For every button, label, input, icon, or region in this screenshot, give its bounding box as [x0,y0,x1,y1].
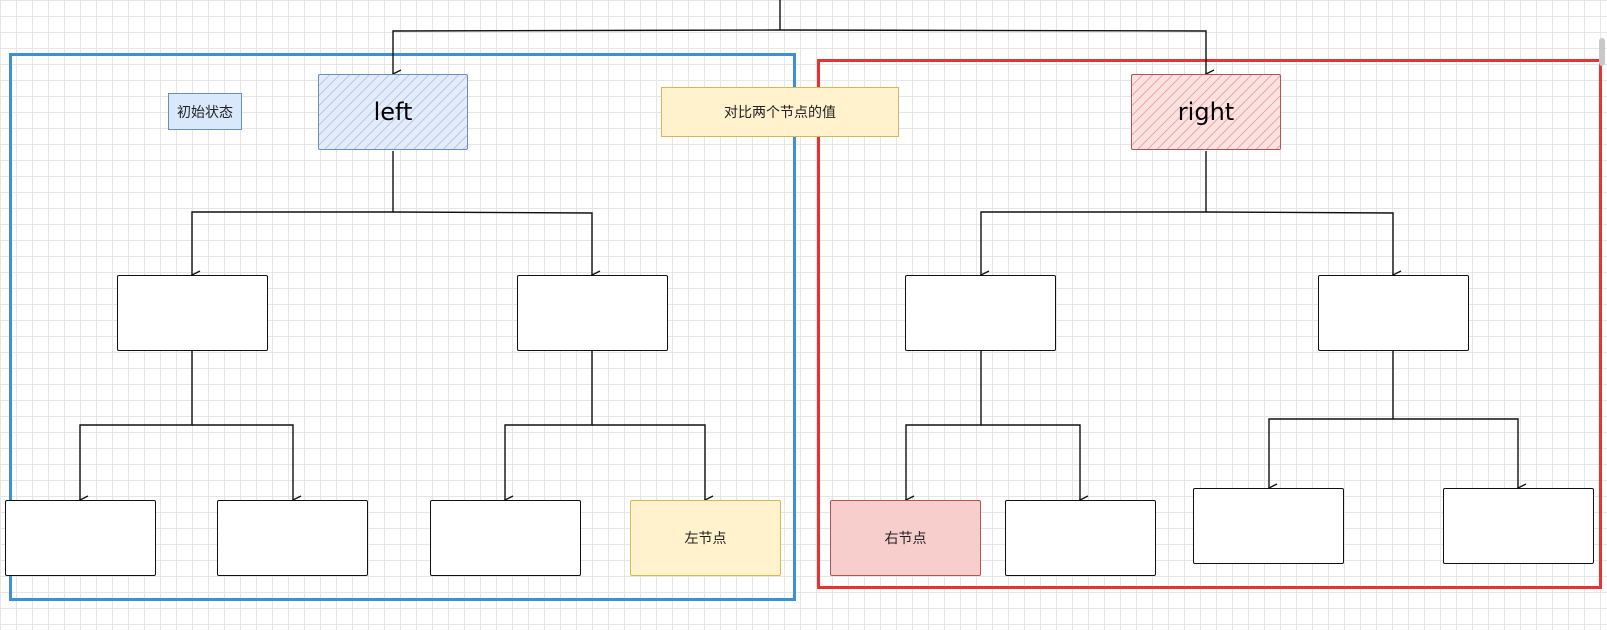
right-leaf-label: 右节点 [884,531,927,547]
edge-right-to-r2 [1205,211,1393,275]
left-leaf-node-2[interactable] [217,500,368,576]
left-leaf-label: 左节点 [684,531,727,547]
right-child-node-2[interactable] [1318,275,1469,351]
left-child-node-2[interactable] [517,275,668,351]
left-child-node-1[interactable] [117,275,268,351]
right-subtree-frame[interactable] [817,59,1602,589]
left-leaf-node-3[interactable] [430,500,581,576]
compare-values-label[interactable]: 对比两个节点的值 [661,87,899,137]
left-leaf-node-highlighted[interactable]: 左节点 [630,500,781,576]
edge-right-to-r1 [981,151,1207,275]
edge-l1-to-l1b [192,424,293,500]
edge-l2-to-l2b [592,424,705,500]
edge-left-to-l1 [192,151,394,275]
left-leaf-node-1[interactable] [5,500,156,576]
edge-r2-to-r2b [1393,418,1518,488]
right-child-node-1[interactable] [905,275,1056,351]
right-root-label: right [1177,98,1235,126]
edge-r2-to-r2a [1269,351,1394,488]
right-leaf-node-2[interactable] [1005,500,1156,576]
edge-root-to-left [393,29,781,74]
edge-r1-to-r1a [906,351,982,500]
vertical-scrollbar[interactable] [1599,38,1605,66]
left-subtree-frame[interactable] [9,53,796,601]
right-root-node[interactable]: right [1131,74,1281,150]
edge-l1-to-l1a [80,351,193,500]
right-leaf-node-highlighted[interactable]: 右节点 [830,500,981,576]
edge-r1-to-r1b [981,424,1080,500]
left-root-label: left [373,98,413,126]
left-root-node[interactable]: left [318,74,468,150]
right-leaf-node-4[interactable] [1443,488,1594,564]
edge-left-to-l2 [392,211,592,275]
edge-root-to-right [779,29,1206,74]
initial-state-label[interactable]: 初始状态 [168,93,242,130]
right-leaf-node-3[interactable] [1193,488,1344,564]
edge-l2-to-l2a [505,351,593,500]
